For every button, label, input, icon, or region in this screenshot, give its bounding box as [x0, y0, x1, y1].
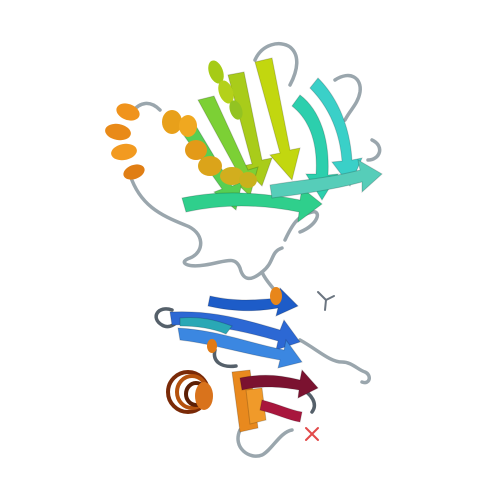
upper-top-loop [253, 42, 299, 87]
upper-right-hook [366, 138, 382, 162]
bottom-helix [166, 370, 213, 414]
upper-small-helix [208, 60, 243, 120]
upper-strand-cyan-1 [309, 77, 363, 187]
upper-strand-teal-1 [181, 187, 323, 224]
upper-strand-yellow-2 [227, 71, 273, 187]
upper-orange-helix-left [105, 103, 145, 180]
lower-mid-loop [212, 348, 238, 369]
upper-strand-teal-2 [291, 94, 339, 201]
upper-right-loop [333, 73, 362, 122]
upper-strand-yellow-1 [254, 57, 301, 182]
lower-strand-blue-3 [207, 286, 299, 317]
lower-orange-turn [207, 287, 282, 353]
bottom-hairpin-strand-1 [239, 368, 319, 399]
lower-right-loop [298, 338, 371, 385]
bottom-hairpin-strand-2 [259, 399, 303, 423]
upper-outer-loop-left [128, 173, 284, 281]
upper-orange-helix-mid [162, 110, 257, 188]
ligand-upper [317, 291, 335, 311]
lower-bottom-loop [236, 428, 294, 458]
upper-bottom-loop [283, 210, 320, 242]
upper-strand-cyan-2 [269, 159, 383, 199]
lower-strand-teal [179, 317, 233, 335]
ligand-lower-x [305, 427, 319, 441]
